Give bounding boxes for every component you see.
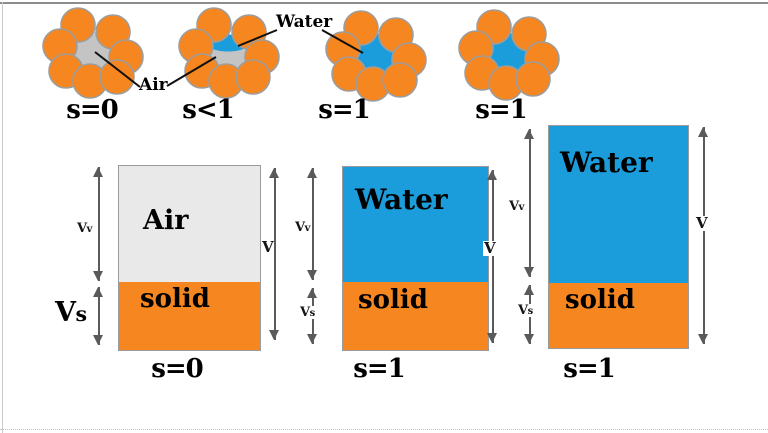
- v-arrow-2: [487, 170, 497, 343]
- solid-layer-label: solid: [565, 285, 635, 315]
- phase-box-saturated-2: Water solid: [548, 125, 689, 349]
- water-layer: Water: [549, 126, 688, 283]
- vs-label-2: Vs: [299, 305, 316, 320]
- v-arrow-3: [698, 127, 708, 344]
- water-pointer-label: Water: [276, 12, 333, 32]
- vv-label-2: Vv: [294, 220, 311, 235]
- water-pointer-line-1: [237, 29, 278, 47]
- phase-box-saturated-1: Water solid: [342, 166, 489, 351]
- vs-arrow-1: [93, 287, 103, 345]
- v-arrow-1: [269, 168, 279, 340]
- water-layer-label: Water: [355, 183, 448, 216]
- diagram-saturation-label-2: s=1: [353, 354, 406, 384]
- solid-layer-label: solid: [358, 285, 428, 315]
- v-label-3: V: [695, 214, 709, 232]
- frame-bottom-line: [0, 429, 768, 430]
- v-label-1: V: [261, 238, 275, 256]
- air-pointer-line-2: [166, 56, 217, 87]
- vv-arrow-3: [524, 129, 534, 277]
- solid-layer: solid: [549, 283, 688, 348]
- cluster-saturation-label-3: s=1: [318, 95, 371, 125]
- cluster-saturated-2: [458, 9, 560, 101]
- cluster-saturation-label-4: s=1: [475, 95, 528, 125]
- cluster-saturation-label-1: s=0: [66, 95, 119, 125]
- phase-box-dry: Air solid: [118, 165, 261, 351]
- diagram-saturation-label-1: s=0: [151, 354, 204, 384]
- air-layer: Air: [119, 166, 260, 282]
- cluster-saturation-label-2: s<1: [182, 95, 235, 125]
- cluster-dry: [42, 7, 144, 99]
- water-pointer-line-2: [321, 29, 364, 54]
- vv-label-3: Vv: [508, 199, 525, 214]
- vv-label-1: Vv: [76, 221, 93, 236]
- frame-left-line: [2, 2, 3, 433]
- particle-clusters-graphic: [42, 7, 560, 102]
- diagram-saturation-label-3: s=1: [563, 354, 616, 384]
- cluster-saturated: [325, 10, 427, 102]
- cluster-partially-saturated: [178, 7, 280, 99]
- air-pointer-label: Air: [139, 75, 168, 95]
- water-layer-label: Water: [560, 146, 653, 179]
- solid-layer-label: solid: [140, 284, 210, 314]
- water-layer: Water: [343, 167, 488, 282]
- vs-label-3: Vs: [517, 303, 534, 318]
- solid-layer: solid: [119, 282, 260, 350]
- frame-top-line: [0, 2, 768, 4]
- vv-arrow-2: [307, 168, 317, 280]
- air-layer-label: Air: [143, 205, 189, 236]
- vv-arrow-1: [93, 167, 103, 281]
- vs-label-1: Vs: [54, 297, 88, 328]
- v-label-2: V: [483, 239, 497, 257]
- air-pointer-line-1: [94, 51, 141, 88]
- solid-layer: solid: [343, 282, 488, 350]
